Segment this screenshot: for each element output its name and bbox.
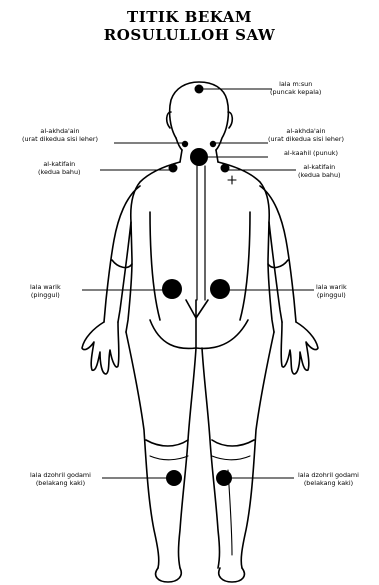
- label-ummu-mughits-desc: (puncak kepala): [270, 89, 321, 97]
- label-akhdaain-left: al-akhda'ain (urat dikedua sisi leher): [22, 128, 98, 143]
- label-dzohril-left-desc: (belakang kaki): [30, 480, 91, 488]
- foot-left: [156, 568, 182, 582]
- label-dzohril-left: lala dzohril godami (belakang kaki): [30, 472, 91, 487]
- label-katifain-right-desc: (kedua bahu): [298, 172, 341, 180]
- point-ummu-mughits: [195, 85, 204, 94]
- label-katifain-right: al-katifain (kedua bahu): [298, 164, 341, 179]
- label-warik-left-desc: (pinggul): [30, 292, 61, 300]
- label-warik-right-desc: (pinggul): [316, 292, 347, 300]
- torso-outline: [126, 162, 180, 332]
- leader-lines: [82, 89, 314, 478]
- label-katifain-left: al-katifain (kedua bahu): [38, 161, 81, 176]
- label-katifain-left-desc: (kedua bahu): [38, 169, 81, 177]
- point-warik-left: [162, 279, 182, 299]
- foot-right: [219, 568, 245, 582]
- label-warik-right: lala warik (pinggul): [316, 284, 347, 299]
- leg-right: [241, 332, 274, 568]
- label-ummu-mughits: lala m:sun (puncak kepala): [270, 81, 321, 96]
- buttocks: [150, 320, 248, 348]
- hand-left: [82, 322, 119, 374]
- point-warik-right: [210, 279, 230, 299]
- point-katifain-left: [169, 164, 178, 173]
- hand-right: [281, 322, 318, 374]
- arm-left: [104, 186, 140, 322]
- point-katifain-right: [221, 164, 230, 173]
- label-akhdaain-right: al-akhda'ain (urat dikedua sisi leher): [268, 128, 344, 143]
- label-akhdaain-right-desc: (urat dikedua sisi leher): [268, 136, 344, 144]
- leg-left: [126, 332, 159, 568]
- point-dzohril-right: [216, 470, 232, 486]
- label-akhdaain-left-desc: (urat dikedua sisi leher): [22, 136, 98, 144]
- point-dzohril-left: [166, 470, 182, 486]
- label-warik-left: lala warik (pinggul): [30, 284, 61, 299]
- label-dzohril-right: lala dzohril godami (belakang kaki): [298, 472, 359, 487]
- point-akhdaain-left: [182, 141, 188, 147]
- point-kaahil: [190, 148, 208, 166]
- label-kaahil: al-kaahil (punuk): [284, 150, 338, 158]
- label-dzohril-right-desc: (belakang kaki): [298, 480, 359, 488]
- label-kaahil-name: al-kaahil (punuk): [284, 150, 338, 158]
- arm-right: [260, 186, 296, 322]
- point-akhdaain-right: [210, 141, 216, 147]
